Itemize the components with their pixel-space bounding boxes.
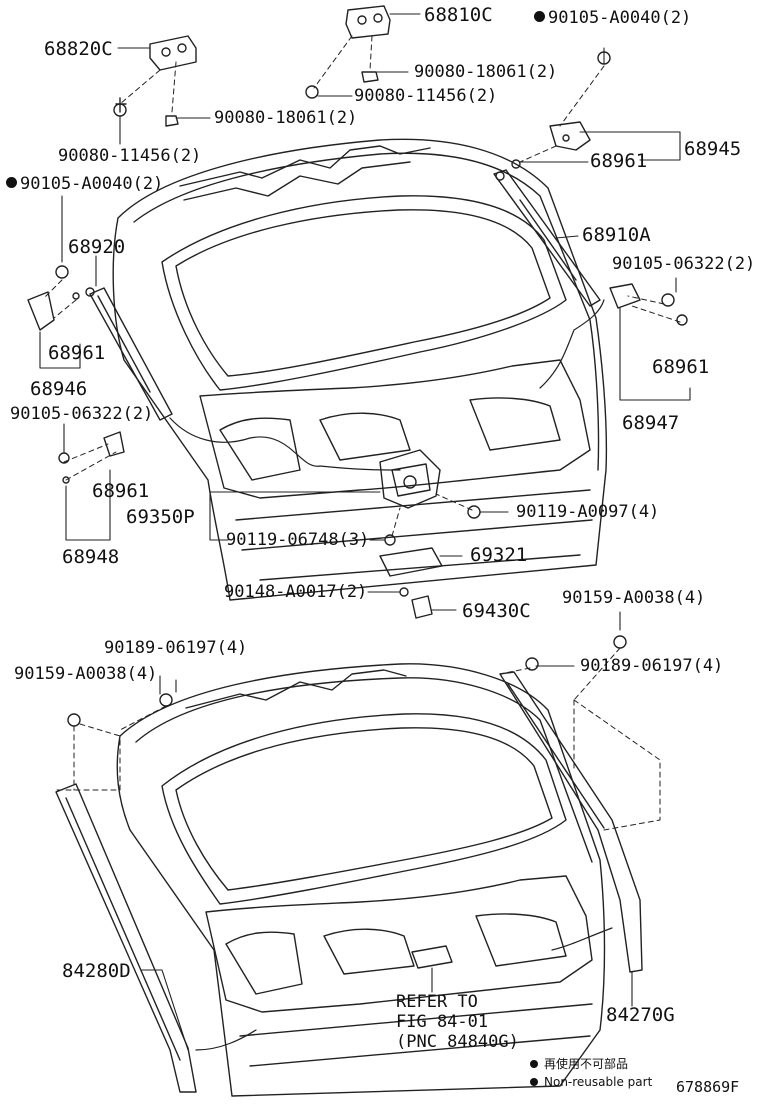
- callout-68947: 68947: [622, 412, 680, 434]
- callout-68948: 68948: [62, 546, 120, 568]
- reference-note-line3: (PNC 84840G): [396, 1032, 519, 1052]
- callout-69321: 69321: [470, 544, 528, 566]
- back-door-stay-left-upper: [85, 287, 173, 421]
- callout-84270G: 84270G: [606, 1004, 675, 1026]
- callout-90105-06322-left: 90105-06322(2): [10, 404, 154, 424]
- callout-90159-A0038-left: 90159-A0038(4): [14, 664, 158, 684]
- callout-90189-06197-right: 90189-06197(4): [580, 656, 724, 676]
- stay-bracket-left-top: [27, 265, 80, 331]
- callout-68961-topright: 68961: [590, 150, 648, 172]
- callout-90189-06197-left: 90189-06197(4): [104, 638, 248, 658]
- callout-68910A: 68910A: [582, 224, 651, 246]
- callout-90105-A0040-top: 90105-A0040(2): [534, 10, 691, 27]
- figure-id: 678869F: [676, 1078, 740, 1096]
- stay-bracket-right-low: [609, 283, 688, 326]
- callout-68920: 68920: [68, 236, 126, 258]
- stay-bracket-left-low: [58, 431, 125, 484]
- callout-90105-A0040-left: 90105-A0040(2): [6, 176, 163, 193]
- callout-68810C: 68810C: [424, 4, 493, 26]
- legend-dot-icon: [530, 1060, 538, 1068]
- callout-84280D: 84280D: [62, 960, 131, 982]
- callout-68820C: 68820C: [44, 38, 113, 60]
- callout-90159-A0038-right: 90159-A0038(4): [562, 588, 706, 608]
- switch-assembly: [399, 587, 433, 619]
- reference-note-line2: FIG 84-01: [396, 1012, 489, 1032]
- legend-dot-icon: [530, 1078, 538, 1086]
- callout-90080-18061-top: 90080-18061(2): [414, 62, 558, 82]
- back-door-upper-panel: [112, 138, 608, 601]
- callout-68946: 68946: [30, 378, 88, 400]
- callout-69350P: 69350P: [126, 506, 195, 528]
- callout-90148-A0017: 90148-A0017(2): [224, 582, 368, 602]
- callout-90080-11456-top: 90080-11456(2): [354, 86, 498, 106]
- hinge-left: [113, 35, 197, 127]
- callout-90080-11456-left: 90080-11456(2): [58, 146, 202, 166]
- callout-69430C: 69430C: [462, 600, 531, 622]
- legend-en: Non-reusable part: [530, 1076, 652, 1088]
- callout-68961-left: 68961: [48, 342, 106, 364]
- leader-lines: [39, 13, 691, 1051]
- reference-note-line1: REFER TO: [396, 992, 478, 1012]
- callout-68961-lowleft: 68961: [92, 480, 150, 502]
- garnish-right: [499, 671, 643, 973]
- lock-cover: [379, 547, 443, 577]
- legend-jp: 再使用不可部品: [530, 1058, 628, 1070]
- callout-90080-18061-left: 90080-18061(2): [214, 108, 358, 128]
- hinge-right: [305, 5, 391, 99]
- back-door-stay-right-upper: [493, 169, 601, 307]
- callout-68961-right: 68961: [652, 356, 710, 378]
- back-door-lower-panel: [116, 663, 613, 1097]
- callout-90119-06748: 90119-06748(3): [226, 530, 370, 550]
- dashed-guides: [43, 35, 681, 831]
- non-reusable-dot-icon: [534, 11, 545, 22]
- callout-90105-06322-right: 90105-06322(2): [612, 254, 756, 274]
- non-reusable-dot-icon: [6, 177, 17, 188]
- garnish-left: [55, 783, 257, 1093]
- callout-90119-A0097: 90119-A0097(4): [516, 502, 660, 522]
- callout-68945: 68945: [684, 138, 742, 160]
